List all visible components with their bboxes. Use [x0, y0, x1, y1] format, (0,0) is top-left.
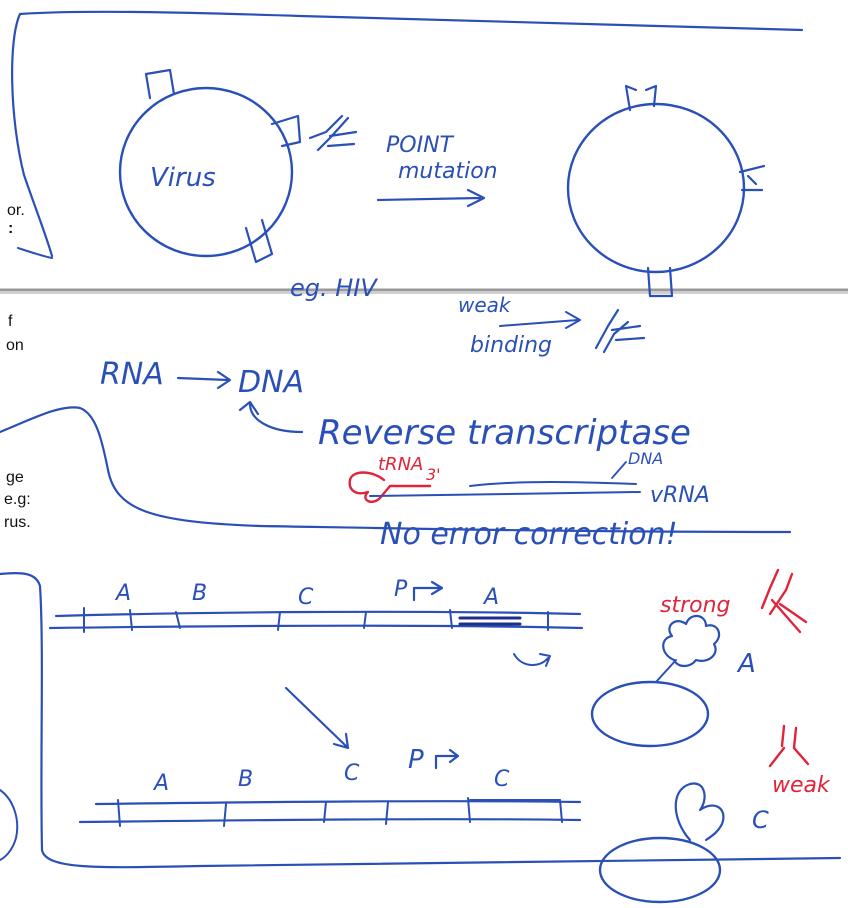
slide-text-on: on [6, 337, 24, 354]
gene-map-bottom: A B C P C [78, 745, 582, 827]
middle-outline [0, 406, 792, 534]
mutation-arrow [376, 188, 486, 208]
top-outline-tail [17, 247, 53, 259]
gene-block-top [458, 616, 522, 626]
virus-spike-right [270, 114, 302, 148]
protein-label-a: A [736, 649, 756, 679]
gene-strand-top-2 [48, 624, 584, 630]
slide-text-ge: ge [6, 469, 24, 486]
slide-text-or: or. [7, 202, 25, 219]
dna-pointer [611, 461, 627, 479]
gene-label-top-b: B [192, 581, 207, 606]
virus-spike-top [144, 68, 176, 100]
gene-label-bottom-b: B [238, 767, 253, 792]
top-outline [11, 10, 804, 258]
gene-label-top-a: A [114, 581, 131, 606]
slide-text-colon: : [8, 220, 13, 237]
slide-text-eg: e.g: [4, 491, 31, 508]
vrna-label: vRNA [650, 483, 710, 508]
gene-label-bottom-c2: C [494, 767, 510, 792]
gene-label-bottom-a: A [152, 771, 169, 796]
gene-map-top: A B C P A [48, 577, 584, 667]
mutated-spike-bottom [646, 266, 674, 298]
gene-strand-top-1 [54, 610, 582, 618]
weak-binding-arrow [499, 311, 581, 329]
rna-label: RNA [100, 357, 164, 392]
loop-arrow [513, 653, 551, 667]
virus-spike-bottom [244, 218, 274, 264]
slide-text-f: f [8, 313, 13, 330]
dna-small-label: DNA [628, 449, 663, 468]
point-label: POINT [386, 133, 455, 158]
three-prime-label: 3' [426, 465, 441, 484]
gene-label-top-c: C [298, 585, 314, 610]
mutated-spike-top [624, 84, 658, 112]
trna-primer-icon [348, 471, 432, 503]
left-cell-fragment [0, 789, 19, 861]
trna-label: tRNA [378, 454, 423, 475]
gene-label-top-p: P [394, 577, 408, 602]
slide-text-rus: rus. [4, 514, 31, 531]
mutated-spike-right [738, 164, 766, 192]
gene-label-bottom-c: C [344, 761, 360, 786]
mutation-label: mutation [398, 159, 498, 184]
weak-binding-1: weak [458, 293, 512, 317]
cell-top [590, 680, 710, 748]
reverse-transcriptase-label: Reverse transcriptase [318, 413, 691, 453]
weak-binding-2: binding [470, 333, 552, 358]
protein-a-stalk [655, 659, 677, 683]
dna-label: DNA [238, 365, 304, 400]
weak-antibody-icon [594, 308, 646, 354]
vrna-strand [369, 491, 641, 497]
promoter-arrow-bottom [434, 748, 460, 770]
strong-label: strong [660, 593, 731, 618]
antibody-icon [308, 114, 358, 152]
protein-c-curve [674, 782, 725, 842]
strong-antibody-icon [760, 568, 808, 634]
gene-ticks-bottom [117, 797, 563, 827]
no-error-correction: No error correction! [380, 517, 678, 552]
cell-bottom [598, 836, 722, 904]
example-hiv: eg. HIV [290, 274, 378, 302]
bottom-outline [0, 571, 842, 869]
promoter-arrow-top [412, 580, 444, 602]
gene-label-bottom-p: P [408, 745, 424, 775]
protein-label-c: C [752, 806, 769, 834]
mutation-down-arrow [284, 686, 350, 750]
gene-label-top-a2: A [482, 585, 499, 610]
protein-a-coil [662, 614, 721, 668]
rna-dna-arrow [176, 370, 232, 390]
gene-strand-bottom-1 [94, 800, 582, 806]
weak-label: weak [772, 773, 831, 798]
dna-strand [469, 481, 637, 487]
gene-strand-bottom-2 [78, 818, 582, 824]
virus-label: Virus [150, 163, 216, 193]
weak-red-antibody-icon [768, 724, 810, 768]
virus-circle-left [118, 86, 294, 258]
gene-ticks-top [83, 607, 549, 633]
virus-circle-right [566, 102, 746, 274]
reverse-arrow [238, 400, 304, 434]
